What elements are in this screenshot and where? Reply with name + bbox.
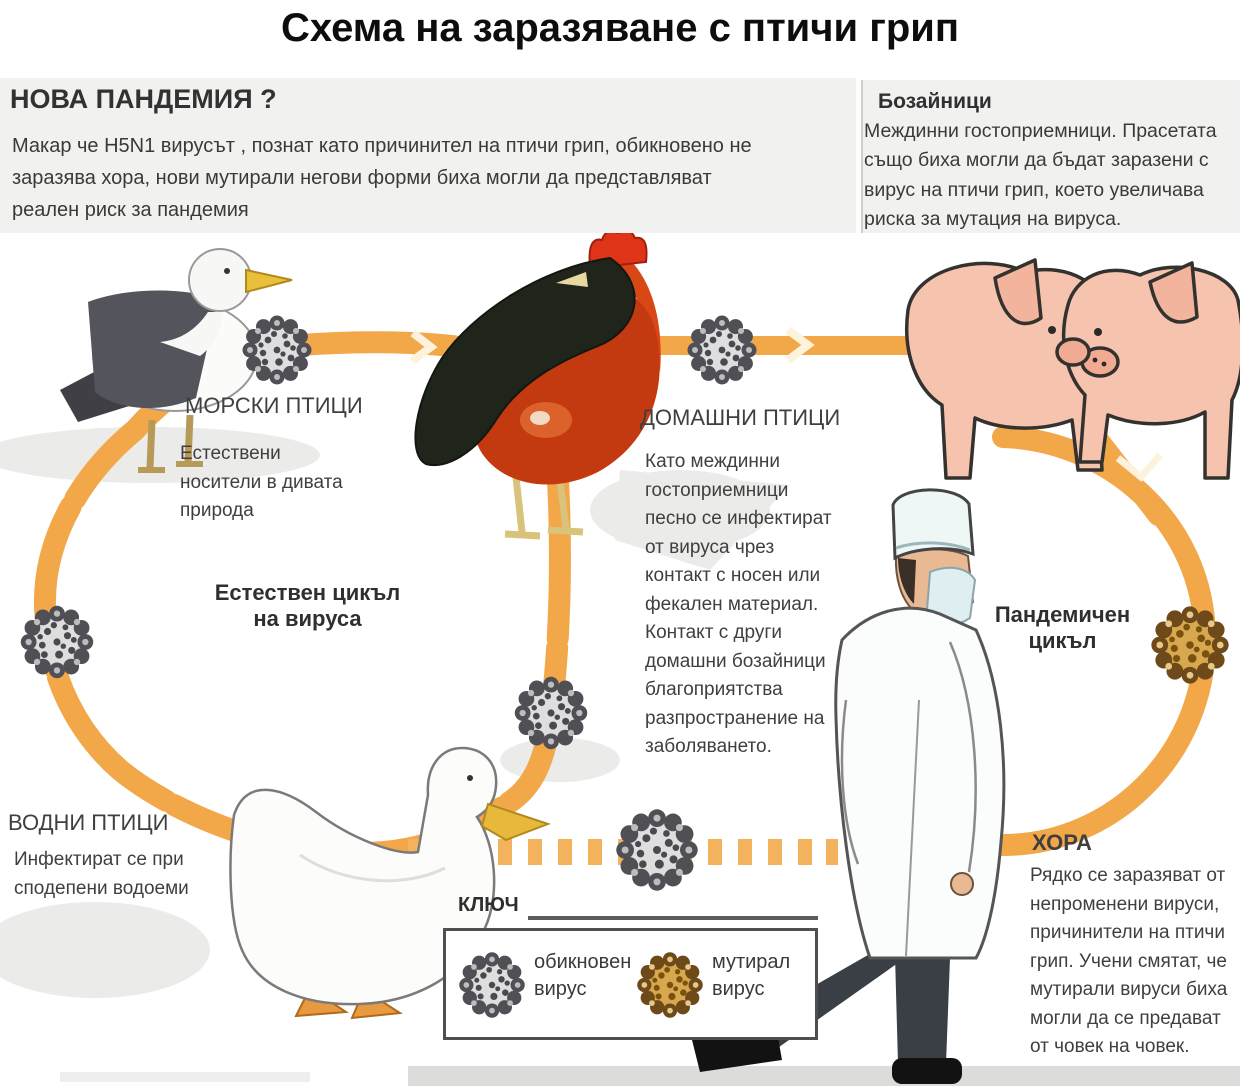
- legend-item-label: обикновен вирус: [534, 951, 632, 1000]
- mammals-heading: Бозайници: [878, 90, 992, 113]
- domestic-birds-body: Като междинни гостоприемници песно се ин…: [645, 451, 832, 757]
- pigs-illustration: [905, 258, 1240, 480]
- domestic-birds-label: ДОМАШНИ ПТИЦИ: [640, 405, 841, 430]
- natural-cycle-ring: [33, 331, 571, 865]
- natural-cycle-label: Естествен цикъл на вируса: [214, 580, 401, 631]
- seagull-illustration: [60, 248, 293, 473]
- rooster-illustration: [414, 228, 661, 540]
- virus-mutated-icon: [636, 951, 704, 1019]
- background-patches: [0, 427, 1240, 1086]
- sea-birds-label: МОРСКИ ПТИЦИ: [185, 393, 363, 418]
- mammals-body: Междинни гостоприемници. Прасетата също …: [864, 120, 1217, 230]
- page-title: Схема на заразяване с птичи грип: [280, 6, 960, 50]
- legend-item-label: мутирал вирус: [712, 951, 791, 1000]
- water-birds-label: ВОДНИ ПТИЦИ: [8, 810, 169, 835]
- mammals-panel: [861, 80, 1240, 233]
- virus-normal-icon: [458, 951, 526, 1019]
- legend-box: обикновен вирус мутирал вирус: [443, 928, 818, 1040]
- duck-illustration: [229, 746, 551, 1020]
- legend-rule: [528, 916, 818, 920]
- intro-panel: [0, 78, 856, 233]
- intro-heading: НОВА ПАНДЕМИЯ ?: [10, 84, 277, 114]
- virus-mutated-icon: [1150, 605, 1230, 685]
- water-birds-body: Инфектират се при сподепени водоеми: [14, 849, 189, 899]
- humans-body: Рядко се заразяват от непроменени вируси…: [1030, 865, 1228, 1057]
- pandemic-cycle-label: Пандемичен цикъл: [994, 602, 1131, 653]
- sea-birds-body: Естествени носители в дивата природа: [180, 443, 343, 521]
- legend-heading: КЛЮЧ: [458, 894, 519, 916]
- intro-body: Макар че H5N1 вирусът , познат като прич…: [12, 135, 752, 221]
- humans-label: ХОРА: [1032, 830, 1092, 855]
